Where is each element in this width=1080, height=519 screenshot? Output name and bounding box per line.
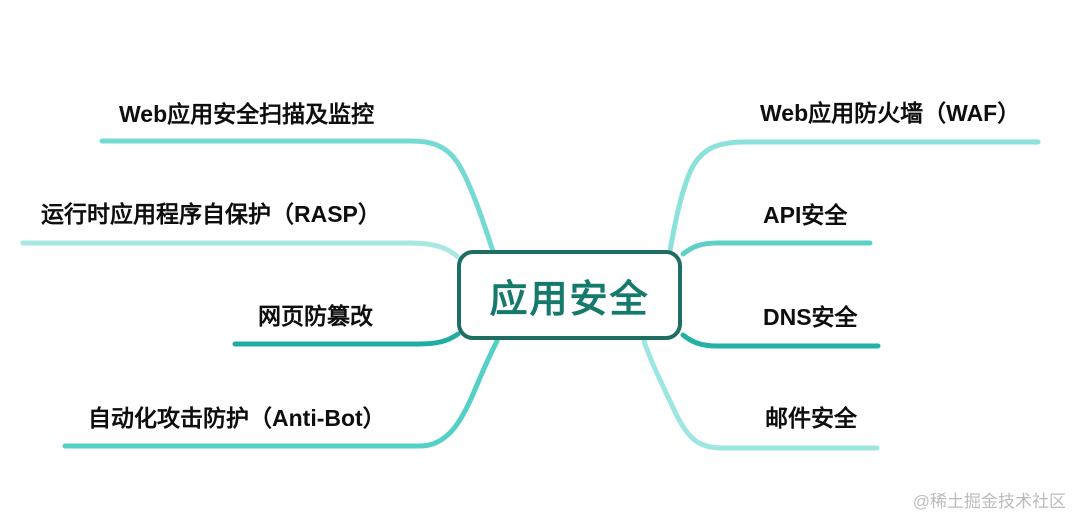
center-node-label: 应用安全 <box>489 278 650 321</box>
branch-label-anti-tamper: 网页防篡改 <box>258 303 373 329</box>
branch-label-anti-bot: 自动化攻击防护（Anti-Bot） <box>88 405 386 431</box>
watermark-text: @稀土掘金技术社区 <box>912 492 1066 511</box>
edge-waf <box>667 139 1041 254</box>
edge-rasp <box>20 240 461 260</box>
branch-label-rasp: 运行时应用程序自保护（RASP） <box>41 201 381 227</box>
branch-label-mail-security: 邮件安全 <box>765 405 857 431</box>
edge-dns-security <box>680 332 881 349</box>
edge-api-security <box>680 240 873 257</box>
branch-label-api-security: API安全 <box>763 202 848 228</box>
center-node-application-security: 应用安全 <box>457 250 682 340</box>
branch-label-web-scan-monitor: Web应用安全扫描及监控 <box>119 101 375 127</box>
edge-mail-security <box>641 338 880 451</box>
edge-anti-tamper <box>232 331 461 347</box>
branch-label-dns-security: DNS安全 <box>763 304 858 330</box>
edge-anti-bot <box>62 338 500 449</box>
branch-label-waf: Web应用防火墙（WAF） <box>760 100 1021 126</box>
edge-web-scan-monitor <box>99 138 496 254</box>
